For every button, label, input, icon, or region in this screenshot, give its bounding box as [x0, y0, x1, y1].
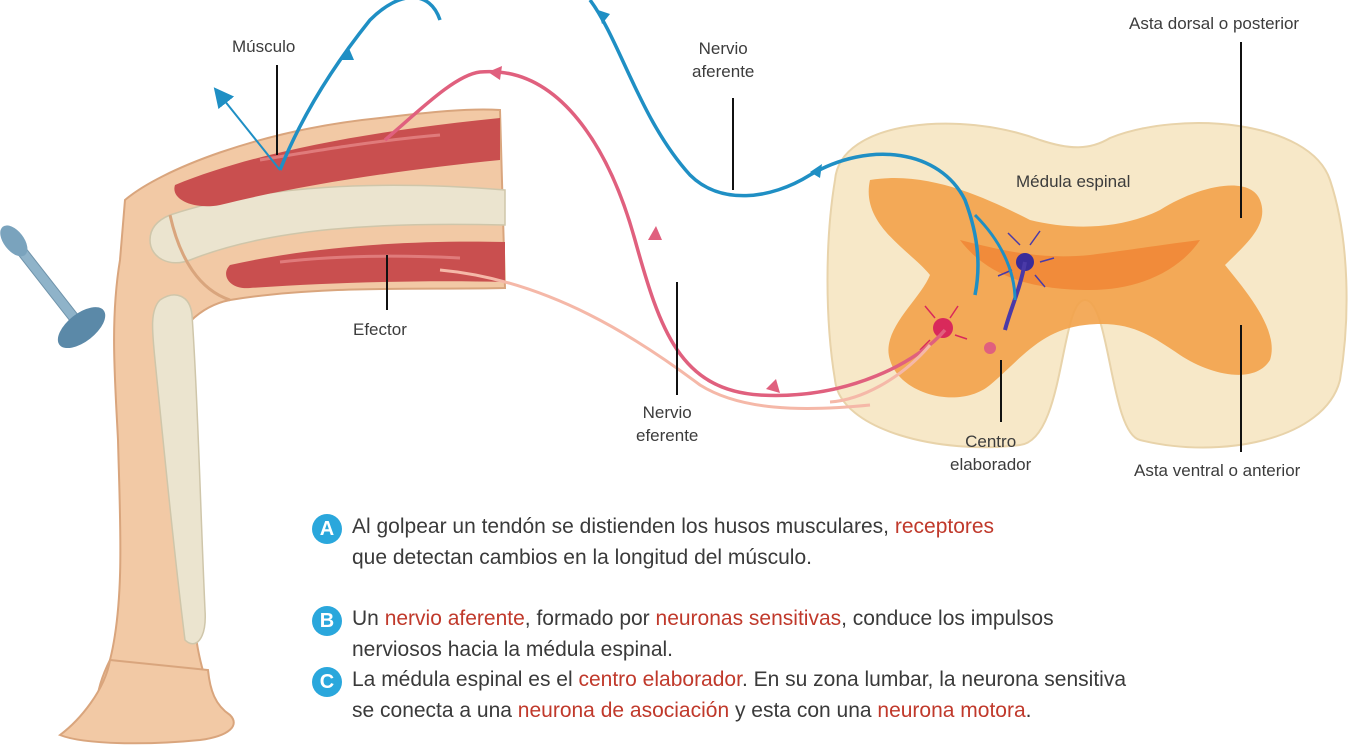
step-line: La médula espinal es el centro elaborado… — [352, 664, 1357, 695]
step-b-badge: B — [312, 606, 342, 636]
lower-muscle — [226, 241, 505, 289]
foot — [57, 658, 235, 745]
label-medula-espinal: Médula espinal — [1016, 172, 1131, 191]
femur — [149, 184, 506, 264]
step-line: Un nervio aferente, formado por neuronas… — [352, 603, 1357, 634]
step-a-text: Al golpear un tendón se distienden los h… — [352, 511, 1357, 573]
label-musculo: Músculo — [232, 37, 296, 56]
label-efector: Efector — [353, 320, 407, 339]
tibia — [151, 294, 206, 645]
step-line: Al golpear un tendón se distienden los h… — [352, 511, 1357, 542]
highlighted-term: neuronas sensitivas — [655, 607, 842, 630]
step-c-badge: C — [312, 667, 342, 697]
step-text-run: Un — [352, 607, 385, 630]
step-a: A Al golpear un tendón se distienden los… — [312, 511, 1357, 573]
highlighted-term: receptores — [894, 515, 995, 538]
step-text-run: La médula espinal es el — [352, 668, 579, 691]
step-line: nerviosos hacia la médula espinal. — [352, 634, 1357, 665]
step-a-badge: A — [312, 514, 342, 544]
leg-illustration — [57, 108, 507, 745]
step-text-run: . En su zona lumbar, la neurona sensitiv… — [741, 668, 1126, 691]
spinal-cord-cross-section — [826, 122, 1348, 449]
step-c: C La médula espinal es el centro elabora… — [312, 664, 1357, 726]
step-text-run: se conecta a una — [352, 699, 518, 722]
highlighted-term: neurona de asociación — [517, 699, 730, 722]
upper-muscle — [174, 118, 500, 207]
step-b: B Un nervio aferente, formado por neuron… — [312, 603, 1357, 665]
step-text-run: Al golpear un tendón se distienden los h… — [352, 515, 895, 538]
highlighted-term: centro elaborador — [578, 668, 742, 691]
efferent-nerve — [383, 69, 947, 398]
step-text-run: y esta con una — [729, 699, 878, 722]
step-text-run: que detectan cambios en la longitud del … — [352, 546, 812, 569]
label-asta-ventral: Asta ventral o anterior — [1134, 461, 1301, 480]
step-text-run: . — [1025, 699, 1032, 722]
step-text-run: nerviosos hacia la médula espinal. — [352, 638, 674, 661]
highlighted-term: nervio aferente — [384, 607, 525, 630]
step-c-text: La médula espinal es el centro elaborado… — [352, 664, 1357, 726]
step-text-run: , conduce los impulsos — [841, 607, 1054, 630]
step-line: que detectan cambios en la longitud del … — [352, 542, 1357, 573]
step-line: se conecta a una neurona de asociación y… — [352, 695, 1357, 726]
step-b-text: Un nervio aferente, formado por neuronas… — [352, 603, 1357, 665]
afferent-nerve — [278, 0, 980, 296]
leader-lines — [276, 42, 1242, 452]
highlighted-term: neurona motora — [877, 699, 1026, 722]
reflex-hammer — [0, 225, 106, 349]
label-asta-dorsal: Asta dorsal o posterior — [1129, 14, 1300, 33]
motor-neuron-body — [933, 318, 953, 338]
step-text-run: , formado por — [524, 607, 656, 630]
